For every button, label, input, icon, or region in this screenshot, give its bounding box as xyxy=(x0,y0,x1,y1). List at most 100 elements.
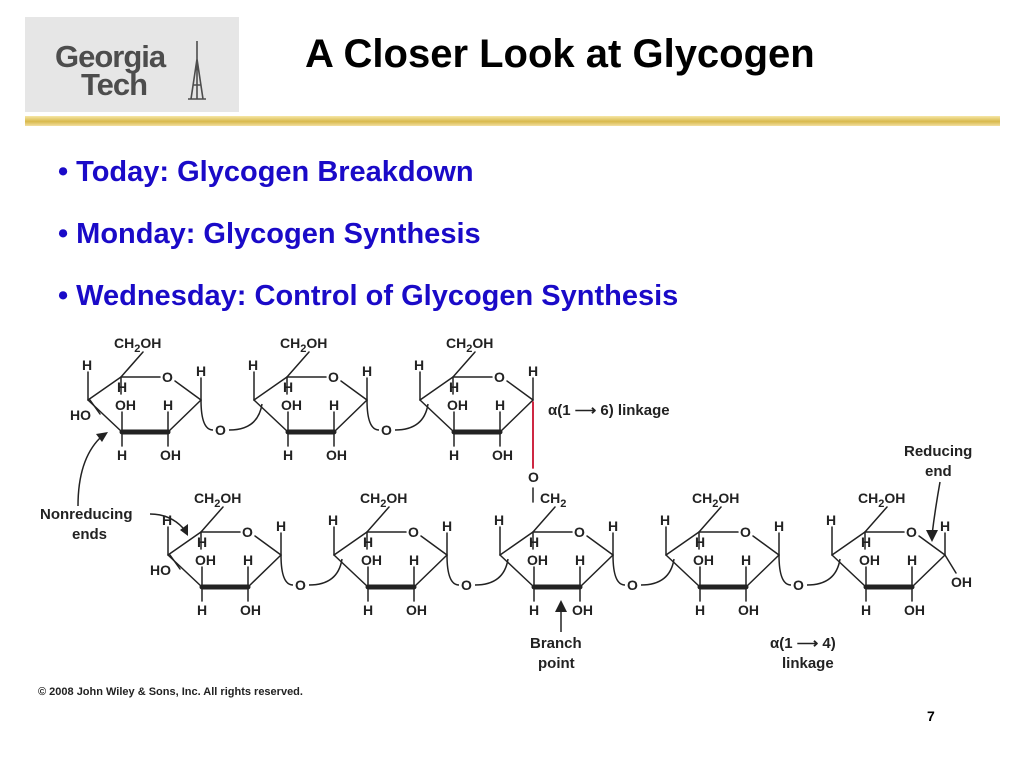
tower-mark-icon xyxy=(188,41,206,100)
ch2-bond xyxy=(698,506,722,533)
ring-bond xyxy=(586,535,614,556)
h-label: H xyxy=(695,534,705,550)
oh-label: OH xyxy=(195,552,216,568)
h-label: H xyxy=(328,512,338,528)
glycosidic-bond xyxy=(228,403,263,431)
oh-label: OH xyxy=(281,397,302,413)
bullet-text: Monday: Glycogen Synthesis xyxy=(76,218,481,250)
h-label: H xyxy=(442,518,452,534)
nonreducing-arrow-bottom-head xyxy=(180,524,188,536)
glycosidic-oxygen-label: O xyxy=(461,577,472,593)
ring-bond xyxy=(419,399,455,433)
oh-label: OH xyxy=(951,574,972,590)
branch-point-arrow-head xyxy=(555,600,567,612)
ch2-label: CH2 xyxy=(540,490,566,510)
ring-bond xyxy=(167,531,202,556)
h-label: H xyxy=(197,534,207,550)
h-label: H xyxy=(529,602,539,618)
h-label: H xyxy=(695,602,705,618)
reducing-arrow xyxy=(931,481,941,536)
ch2oh-label: CH2OH xyxy=(692,490,739,510)
ho-bond xyxy=(169,554,181,570)
h-label: H xyxy=(861,602,871,618)
ch2-bond xyxy=(864,506,888,533)
h-label: H xyxy=(861,534,871,550)
oh-label: OH xyxy=(859,552,880,568)
ch2-bond xyxy=(532,506,556,533)
h-label: H xyxy=(449,447,459,463)
ch2oh-label: CH2OH xyxy=(194,490,241,510)
reducing-end-label-line2: end xyxy=(925,463,952,480)
ring-bond xyxy=(333,554,369,588)
ring-bond xyxy=(87,376,122,401)
h-label: H xyxy=(660,512,670,528)
glycosidic-oxygen-label: O xyxy=(627,577,638,593)
ring-bond xyxy=(499,399,534,433)
ring-bond xyxy=(253,399,289,433)
bullet-text: Wednesday: Control of Glycogen Synthesis xyxy=(76,280,679,312)
branch-point-label-line2: point xyxy=(538,655,575,672)
h-label: H xyxy=(409,552,419,568)
h-label: H xyxy=(283,379,293,395)
ch2-bond xyxy=(286,351,310,378)
ring-bond xyxy=(911,554,946,588)
ring-oxygen-label: O xyxy=(906,524,917,540)
ho-bond xyxy=(89,399,101,415)
bullet-item: •Monday: Glycogen Synthesis xyxy=(58,218,481,250)
ring-bond xyxy=(333,531,368,556)
oh-label: OH xyxy=(361,552,382,568)
h-label: H xyxy=(243,552,253,568)
h-label: H xyxy=(608,518,618,534)
glycosidic-bond xyxy=(806,558,841,586)
logo-georgia-text: Georgia xyxy=(55,39,166,74)
h-label: H xyxy=(495,397,505,413)
h-label: H xyxy=(162,512,172,528)
alpha-1-4-linkage-label-line2: linkage xyxy=(782,655,834,672)
oh-label: OH xyxy=(406,602,427,618)
oh-label: OH xyxy=(326,447,347,463)
ch2-bond xyxy=(452,351,476,378)
h-label: H xyxy=(248,357,258,373)
ring-bond xyxy=(420,535,448,556)
ring-bond xyxy=(752,535,780,556)
h-label: H xyxy=(197,602,207,618)
ring-bond xyxy=(174,380,202,401)
ring-bond xyxy=(333,399,368,433)
ring-oxygen-label: O xyxy=(494,369,505,385)
ch2-bond xyxy=(120,351,144,378)
oh-label: OH xyxy=(527,552,548,568)
ring-oxygen-label: O xyxy=(162,369,173,385)
oh-label: OH xyxy=(240,602,261,618)
ring-bond xyxy=(918,535,946,556)
logo-tech-text: Tech xyxy=(81,67,148,102)
ring-bond xyxy=(413,554,448,588)
ring-oxygen-label: O xyxy=(740,524,751,540)
h-label: H xyxy=(529,534,539,550)
oh-label: OH xyxy=(572,602,593,618)
oh-label: OH xyxy=(447,397,468,413)
h-label: H xyxy=(117,447,127,463)
ch2oh-label: CH2OH xyxy=(446,335,493,355)
ring-bond xyxy=(499,554,535,588)
h-label: H xyxy=(363,534,373,550)
glycosidic-bond xyxy=(366,399,380,431)
h-label: H xyxy=(283,447,293,463)
ring-bond xyxy=(254,535,282,556)
oh-label: OH xyxy=(160,447,181,463)
bullet-item: •Today: Glycogen Breakdown xyxy=(58,156,474,188)
ch2-bond xyxy=(366,506,390,533)
oh-label: OH xyxy=(693,552,714,568)
reducing-arrow-head xyxy=(926,530,938,542)
ch2oh-label: CH2OH xyxy=(360,490,407,510)
ring-bond xyxy=(253,376,288,401)
ring-bond xyxy=(167,399,202,433)
h-label: H xyxy=(163,397,173,413)
h-label: H xyxy=(196,363,206,379)
oh-label: OH xyxy=(115,397,136,413)
ring-oxygen-label: O xyxy=(328,369,339,385)
h-label: H xyxy=(449,379,459,395)
glycosidic-bond xyxy=(308,558,343,586)
h-label: H xyxy=(741,552,751,568)
ring-bond xyxy=(340,380,368,401)
